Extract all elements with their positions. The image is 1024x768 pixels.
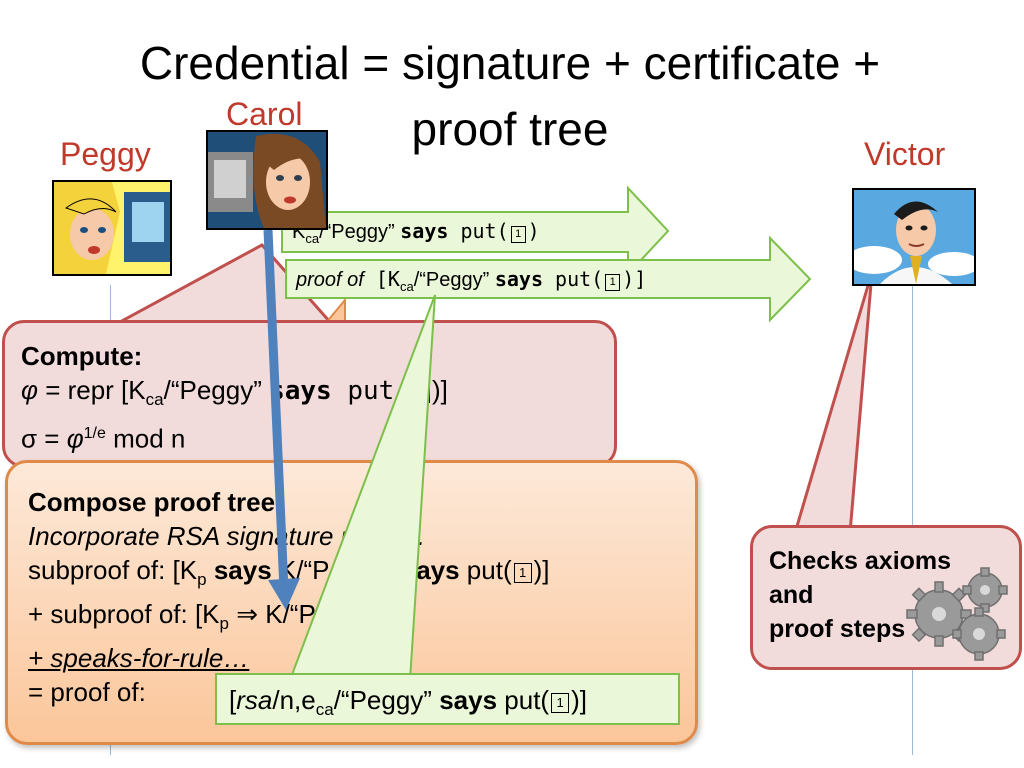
checks-line-1: Checks axioms	[769, 547, 952, 575]
compute-heading: Compute:	[21, 341, 143, 371]
compose-heading: Compose proof tree:	[28, 487, 284, 517]
title-line-1: Credential = signature + certificate +	[139, 37, 881, 89]
title-line-2: proof tree	[411, 103, 609, 155]
carol-avatar	[206, 130, 328, 230]
key-icon: 1	[551, 693, 570, 713]
message-arrow-2	[285, 235, 812, 323]
message-2-label: proof of [Kca/“Peggy” says put(1)]	[296, 267, 647, 294]
message-arrow-1	[281, 185, 670, 277]
key-icon: 1	[510, 226, 526, 243]
gears-icon	[906, 567, 1008, 661]
victor-lifeline	[912, 285, 913, 755]
checks-line-3: proof steps	[769, 615, 906, 643]
slide-title: Credential = signature + certificate + p…	[60, 30, 960, 162]
victor-avatar	[852, 188, 976, 286]
compose-proof-of: = proof of:	[28, 677, 146, 708]
compose-speaks-for: + speaks-for-rule…	[28, 643, 250, 674]
key-icon: 1	[513, 563, 532, 583]
key-icon: 1	[605, 274, 621, 291]
message-1-label: Kca/“Peggy” says put(1)	[292, 219, 540, 246]
peggy-avatar	[52, 180, 172, 276]
peggy-label: Peggy	[60, 136, 151, 172]
victor-label: Victor	[864, 136, 946, 172]
rsa-box: [rsa/n,eca/“Peggy” says put(1)]	[215, 673, 680, 725]
checks-line-2: and	[769, 581, 814, 609]
compute-line-2: σ = φ1/e mod n	[21, 423, 186, 454]
carol-label: Carol	[226, 96, 303, 132]
